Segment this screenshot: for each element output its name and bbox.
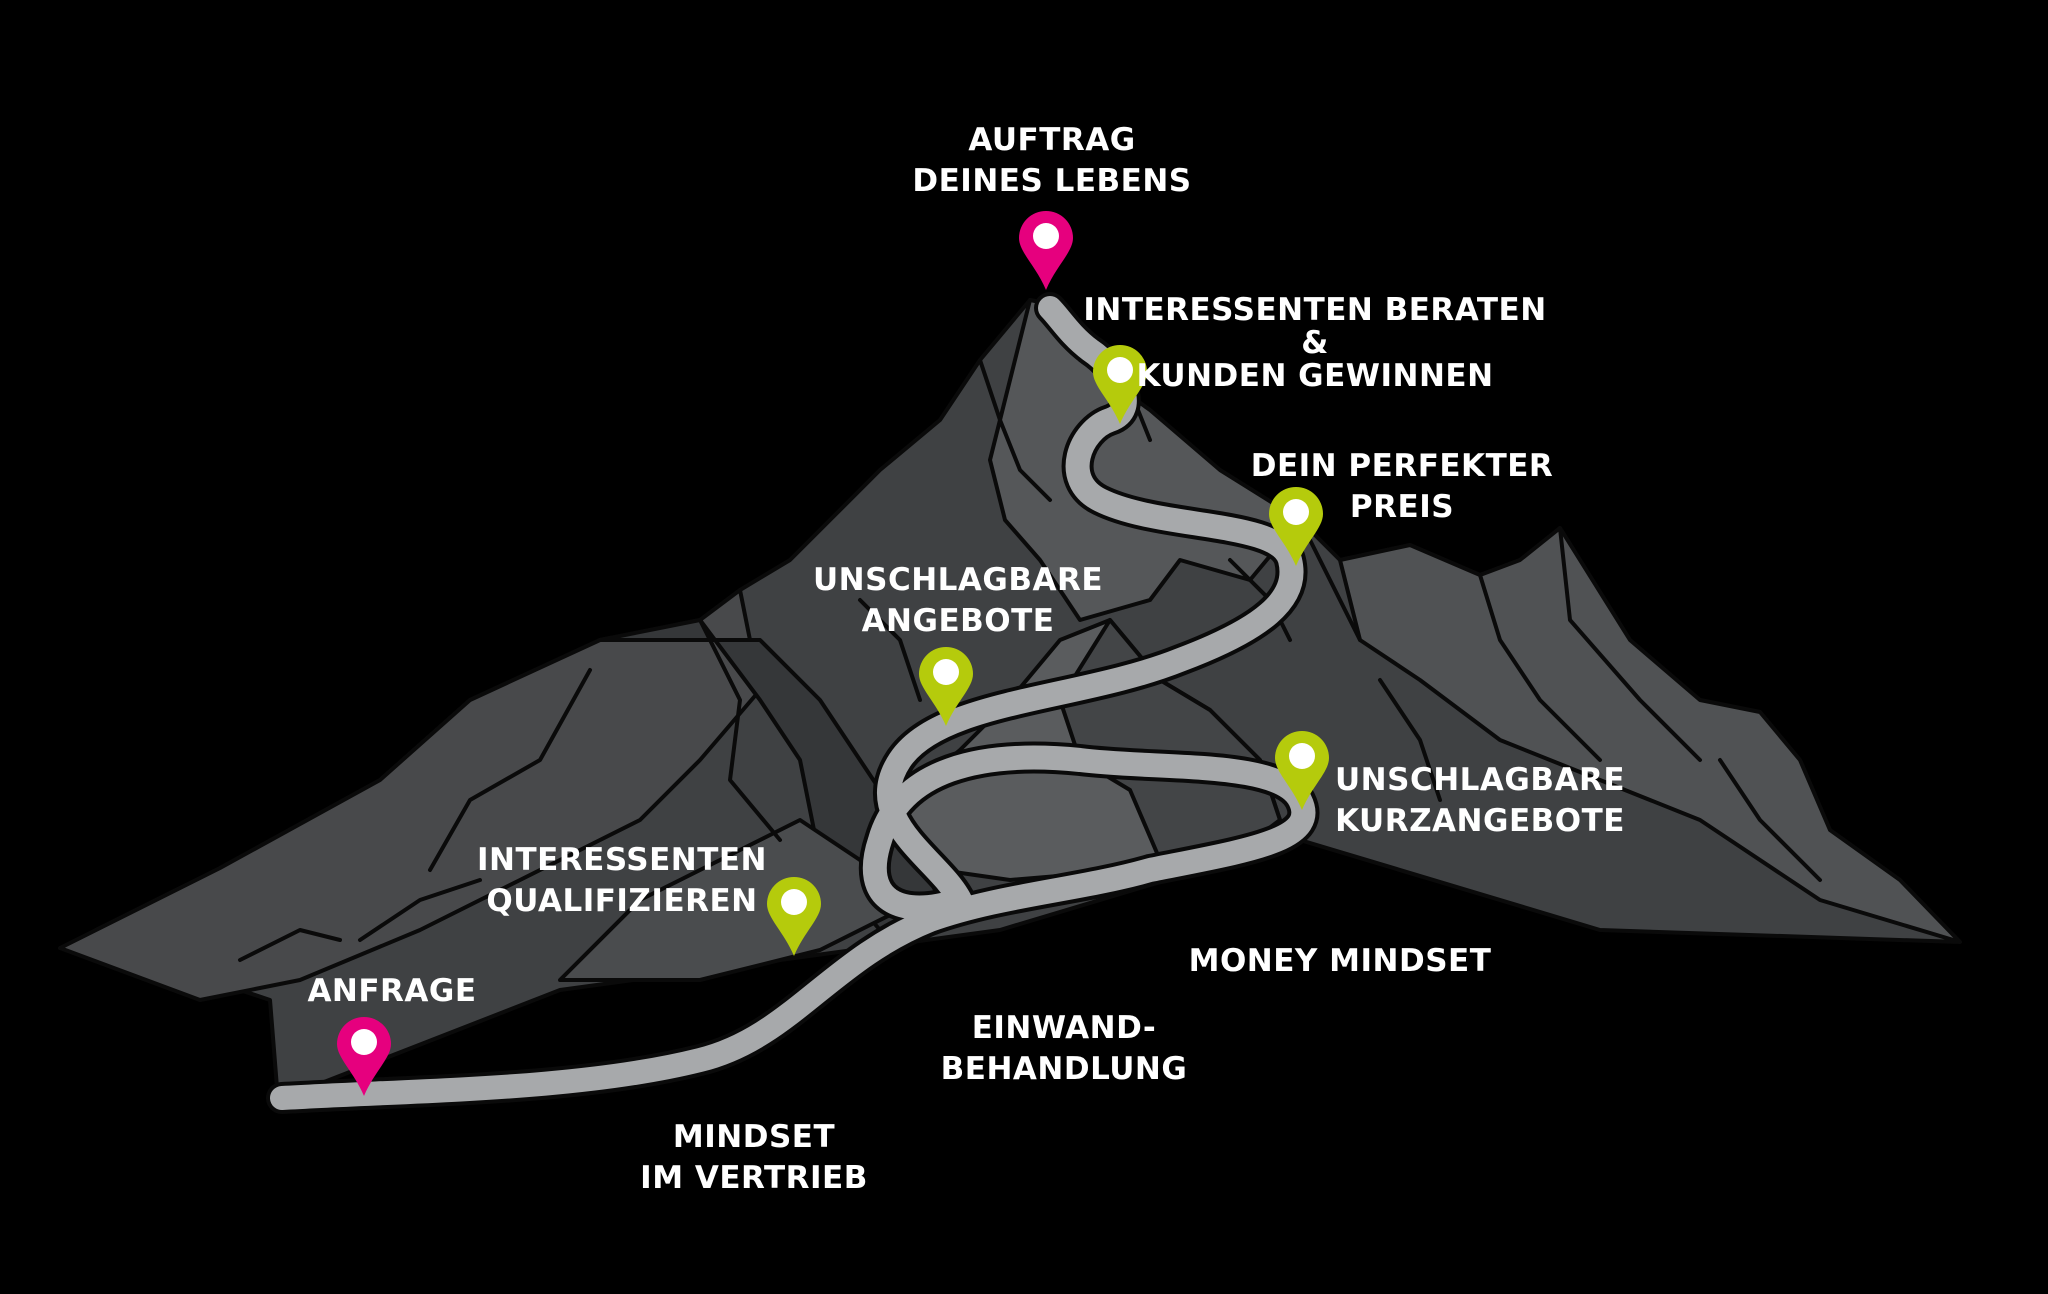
location-pin-icon bbox=[1019, 211, 1073, 290]
right-ridge-facet bbox=[1338, 526, 1962, 944]
location-pin-icon bbox=[1269, 487, 1323, 566]
pin-body bbox=[767, 877, 821, 956]
label-line: DEIN PERFEKTER bbox=[1250, 448, 1554, 484]
pin-dot bbox=[1283, 499, 1309, 525]
location-pin-icon bbox=[337, 1017, 391, 1096]
label-line: PREIS bbox=[1349, 489, 1455, 525]
pin-dot bbox=[1289, 743, 1315, 769]
label-line: ANFRAGE bbox=[307, 973, 477, 1009]
label-line: MINDSET bbox=[672, 1119, 836, 1155]
label-line: INTERESSENTEN BERATEN bbox=[1083, 292, 1547, 328]
label-line: & bbox=[1301, 325, 1329, 361]
pin-body bbox=[1093, 345, 1147, 424]
label-line: QUALIFIZIEREN bbox=[486, 883, 758, 919]
label-line: KUNDEN GEWINNEN bbox=[1136, 358, 1494, 394]
milestone-label-anfrage: ANFRAGE bbox=[307, 971, 476, 1012]
milestone-label-angebote: UNSCHLAGBARE ANGEBOTE bbox=[813, 560, 1103, 642]
foundation-label-money-mindset: MONEY MINDSET bbox=[1189, 941, 1492, 982]
pin-dot bbox=[1033, 223, 1059, 249]
pin-body bbox=[1275, 731, 1329, 810]
label-line: ANGEBOTE bbox=[861, 603, 1055, 639]
trail-path-fill bbox=[270, 296, 1316, 1110]
label-line: KURZANGEBOTE bbox=[1335, 803, 1625, 839]
label-line: AUFTRAG bbox=[968, 122, 1136, 158]
location-pin-icon bbox=[767, 877, 821, 956]
pin-dot bbox=[351, 1029, 377, 1055]
milestone-label-qualifizieren: INTERESSENTEN QUALIFIZIEREN bbox=[477, 840, 767, 922]
location-pin-icon bbox=[919, 647, 973, 726]
foundation-label-einwand: EINWAND- BEHANDLUNG bbox=[941, 1008, 1188, 1090]
label-line: MONEY MINDSET bbox=[1188, 943, 1492, 979]
label-line: INTERESSENTEN bbox=[477, 842, 767, 878]
location-pin-icon bbox=[1093, 345, 1147, 424]
pin-dot bbox=[781, 889, 807, 915]
pin-dot bbox=[1107, 357, 1133, 383]
label-line: EINWAND- bbox=[971, 1010, 1157, 1046]
milestone-label-auftrag: AUFTRAG DEINES LEBENS bbox=[912, 120, 1191, 202]
milestone-label-preis: DEIN PERFEKTER PREIS bbox=[1251, 446, 1554, 528]
foundation-label-mindset-vertrieb: MINDSET IM VERTRIEB bbox=[640, 1117, 868, 1199]
label-line: UNSCHLAGBARE bbox=[813, 562, 1103, 598]
label-line: UNSCHLAGBARE bbox=[1335, 762, 1625, 798]
pin-dot bbox=[933, 659, 959, 685]
pin-body bbox=[919, 647, 973, 726]
label-line: IM VERTRIEB bbox=[640, 1160, 868, 1196]
label-line: BEHANDLUNG bbox=[940, 1051, 1188, 1087]
pin-body bbox=[1019, 211, 1073, 290]
pin-body bbox=[337, 1017, 391, 1096]
label-line: DEINES LEBENS bbox=[912, 163, 1192, 199]
pin-body bbox=[1269, 487, 1323, 566]
pins-layer bbox=[337, 211, 1329, 1096]
milestone-label-kurzangebote: UNSCHLAGBARE KURZANGEBOTE bbox=[1335, 760, 1625, 842]
location-pin-icon bbox=[1275, 731, 1329, 810]
milestone-label-beraten: INTERESSENTEN BERATEN & KUNDEN GEWINNEN bbox=[1083, 294, 1546, 393]
